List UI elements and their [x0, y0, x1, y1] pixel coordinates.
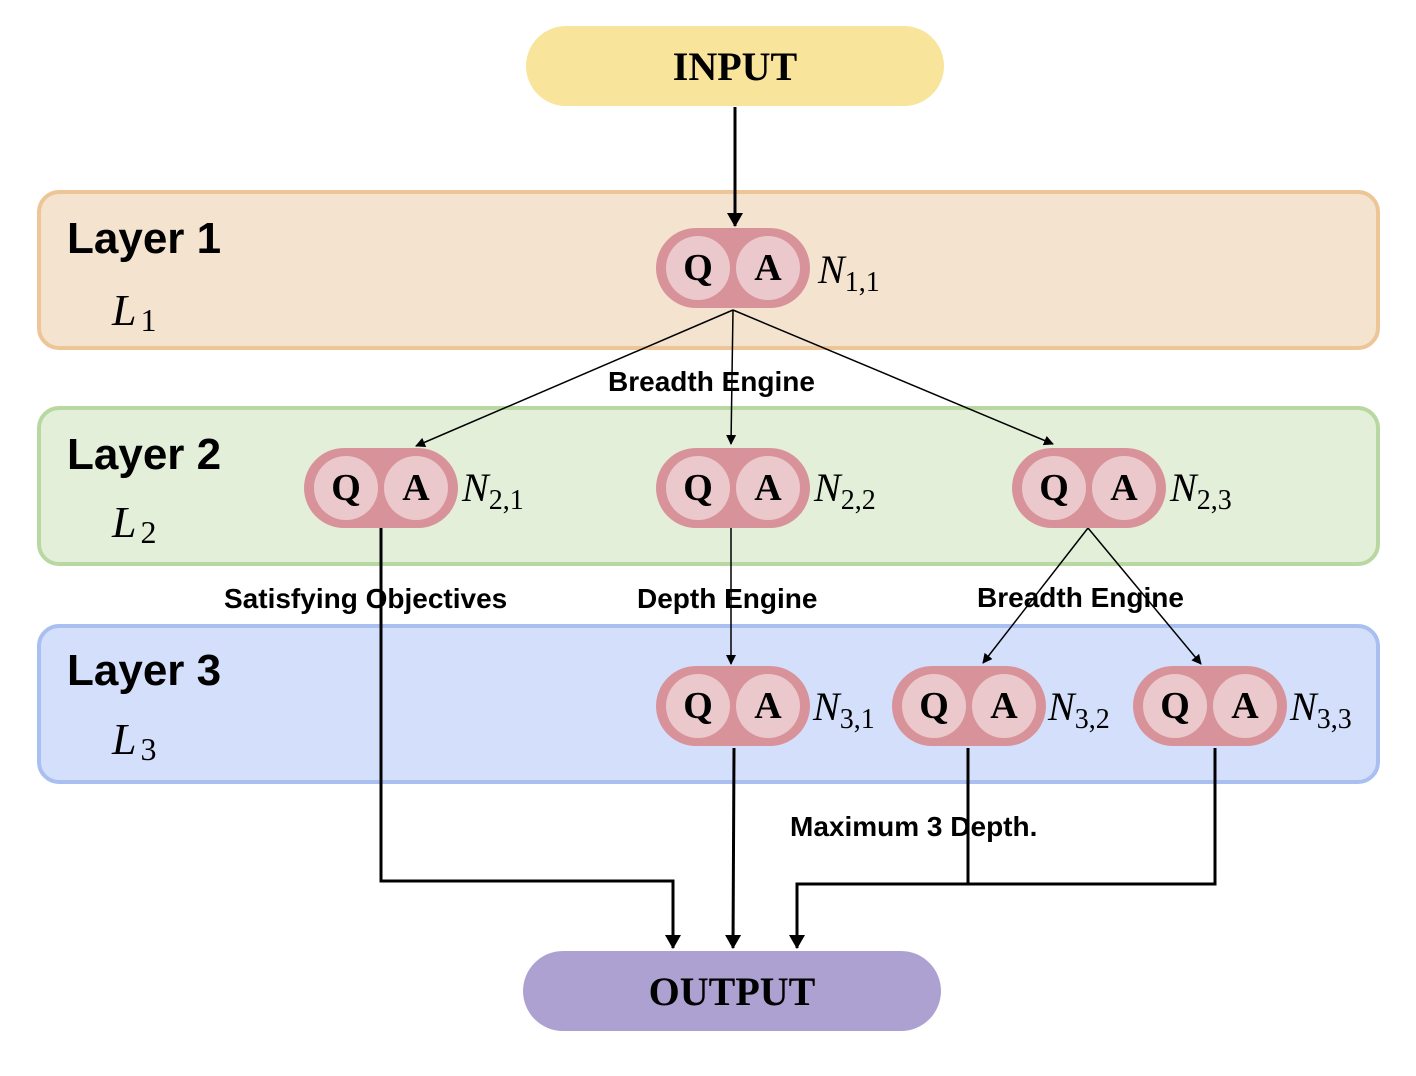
- node-label: N2,3: [1170, 465, 1232, 516]
- answer-circle: A: [972, 674, 1036, 738]
- qa-node: Q A: [656, 228, 810, 308]
- layer-2-title: Layer 2: [67, 430, 222, 479]
- node-label: N2,1: [462, 465, 524, 516]
- node-label: N1,1: [818, 247, 880, 298]
- question-circle: Q: [314, 456, 378, 520]
- question-circle: Q: [666, 674, 730, 738]
- node-label: N3,3: [1290, 684, 1352, 735]
- question-circle: Q: [902, 674, 966, 738]
- qa-node: Q A: [656, 666, 810, 746]
- question-circle: Q: [666, 456, 730, 520]
- node-label: N2,2: [814, 465, 876, 516]
- qa-node: Q A: [1133, 666, 1287, 746]
- maximum-depth-label: Maximum 3 Depth.: [790, 811, 1038, 842]
- output-box: OUTPUT: [523, 951, 941, 1031]
- edge-n11-to-n22: [726, 309, 737, 445]
- qa-node: Q A: [304, 448, 458, 528]
- node-label: N3,1: [813, 684, 875, 735]
- breadth-engine-label-top: Breadth Engine: [608, 366, 815, 397]
- edge-n23-to-n32: [982, 527, 1089, 664]
- depth-engine-label: Depth Engine: [637, 583, 818, 614]
- input-box: INPUT: [526, 26, 944, 106]
- edge-n31-to-output: [725, 747, 742, 949]
- qa-node: Q A: [656, 448, 810, 528]
- answer-circle: A: [1092, 456, 1156, 520]
- answer-circle: A: [736, 674, 800, 738]
- question-circle: Q: [666, 236, 730, 300]
- edge-n11-to-n21: [415, 309, 734, 448]
- answer-circle: A: [736, 236, 800, 300]
- edge-n21-to-output: [379, 528, 681, 949]
- qa-node: Q A: [892, 666, 1046, 746]
- edge-n33-to-output: [789, 748, 1217, 949]
- layer-1-title: Layer 1: [67, 214, 222, 263]
- satisfying-objectives-label: Satisfying Objectives: [224, 583, 508, 614]
- answer-circle: A: [1213, 674, 1277, 738]
- edge-n11-to-n23: [732, 309, 1054, 446]
- node-label: N3,2: [1048, 684, 1110, 735]
- qa-node: Q A: [1012, 448, 1166, 528]
- breadth-engine-label-bottom: Breadth Engine: [977, 582, 1184, 613]
- answer-circle: A: [736, 456, 800, 520]
- question-circle: Q: [1143, 674, 1207, 738]
- question-circle: Q: [1022, 456, 1086, 520]
- answer-circle: A: [384, 456, 448, 520]
- layer-3-title: Layer 3: [67, 646, 222, 695]
- edge-n23-to-n33: [1087, 527, 1202, 665]
